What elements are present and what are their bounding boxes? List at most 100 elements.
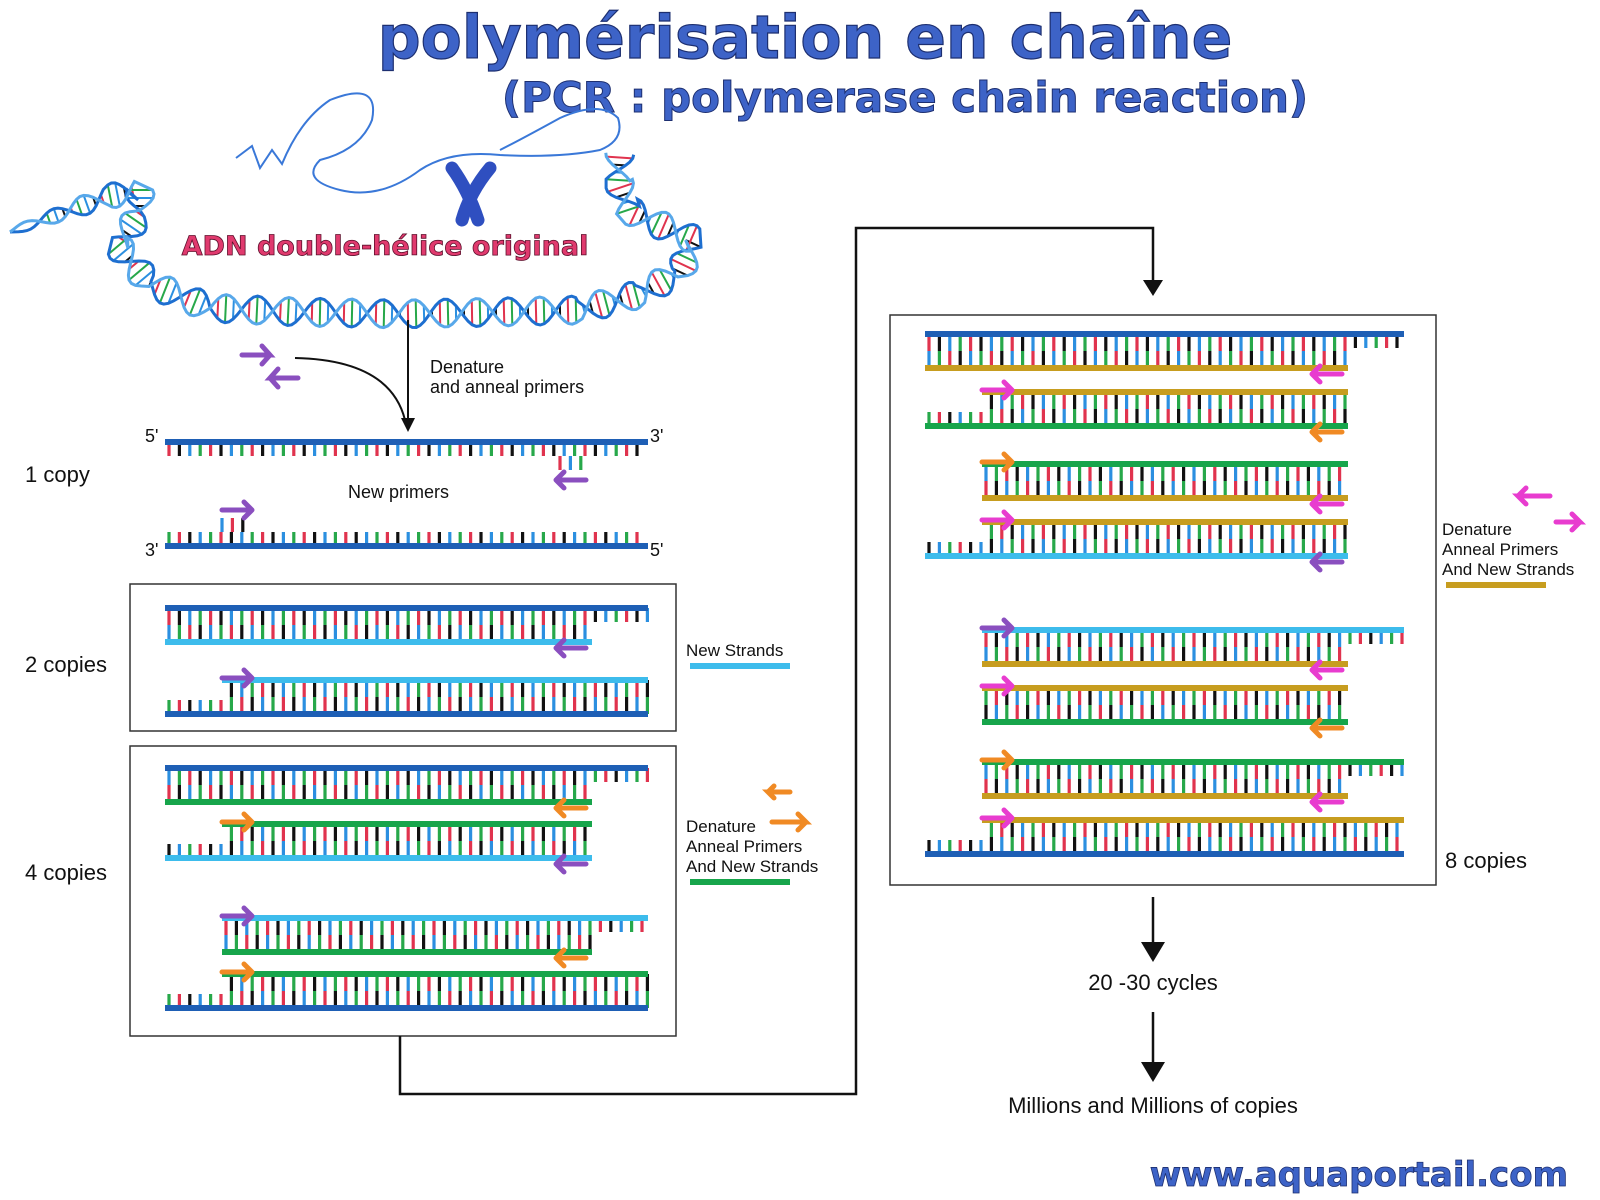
label-1-copy: 1 copy	[25, 462, 90, 487]
duplex-8-7	[982, 759, 1404, 799]
helix-base	[382, 299, 386, 328]
primer-arrow	[553, 797, 589, 819]
helix-base	[566, 297, 570, 324]
helix-base	[106, 184, 114, 208]
primer-arrow	[979, 617, 1015, 639]
legend-anneal-3: Anneal Primers	[1442, 540, 1558, 559]
result-arrowhead	[1141, 1062, 1165, 1082]
helix-base	[666, 222, 675, 237]
helix-base	[616, 205, 640, 215]
cycle-connector	[398, 226, 1155, 1096]
label-2-copies: 2 copies	[25, 652, 107, 677]
chromatin-strand	[235, 92, 621, 194]
duplex-8-8	[925, 817, 1404, 857]
primer-arrow	[219, 905, 255, 927]
helix-base	[134, 269, 155, 287]
primer-arrow	[979, 379, 1015, 401]
primer-arrow	[1309, 551, 1345, 573]
helix-base	[82, 195, 92, 214]
primer-arrow	[1309, 363, 1345, 385]
box-2-copies	[129, 583, 677, 732]
helix-base	[631, 282, 641, 308]
helix-base	[247, 300, 251, 320]
free-primers	[239, 343, 301, 390]
helix-base	[128, 261, 151, 281]
helix-base	[350, 299, 354, 328]
helix-base	[183, 290, 192, 308]
primer-arrow	[553, 469, 589, 491]
duplex-8-5	[982, 627, 1404, 667]
legend-new-2: And New Strands	[686, 857, 818, 876]
primer-arrow	[979, 807, 1015, 829]
denature-label-2: and anneal primers	[430, 377, 584, 397]
legend-denature-3: Denature	[1442, 520, 1512, 539]
helix-base	[478, 298, 482, 326]
helix-base	[153, 279, 162, 295]
helix-base	[606, 155, 633, 160]
helix-base	[232, 298, 235, 320]
website-url: www.aquaportail.com	[1150, 1155, 1568, 1195]
helix-base	[446, 299, 450, 327]
helix-base	[679, 224, 690, 247]
duplex-4b	[165, 821, 592, 861]
legend-primers-cycle2	[761, 783, 813, 833]
duplex-4c	[222, 915, 648, 955]
legend-new-3: And New Strands	[1442, 560, 1574, 579]
dna-label: ADN double-hélice original	[182, 231, 589, 262]
primer-arrow	[219, 667, 255, 689]
helix-base	[286, 297, 290, 326]
primer-arrow	[979, 749, 1015, 771]
helix-base	[676, 252, 698, 264]
duplex-8-3	[982, 461, 1348, 501]
helix-base	[624, 284, 634, 310]
helix-base	[112, 243, 134, 262]
helix-strand-1	[9, 154, 703, 330]
primer-arrow	[219, 811, 255, 833]
single-copy	[165, 439, 648, 549]
cycles-arrowhead	[1141, 942, 1165, 962]
end-5-bottom: 5'	[650, 540, 663, 560]
helix-base	[658, 269, 673, 291]
helix-base	[75, 199, 83, 216]
duplex-2a	[165, 605, 650, 645]
cycles-label: 20 -30 cycles	[1088, 970, 1218, 995]
helix-base	[197, 295, 208, 315]
primer-arrow	[219, 961, 255, 983]
helix-base	[45, 212, 52, 224]
primer-arrow	[553, 947, 589, 969]
helix-base	[685, 239, 702, 249]
helix-base	[224, 294, 228, 323]
subtitle: (PCR : polymerase chain reaction)	[502, 73, 1308, 122]
helix-base	[534, 298, 538, 325]
legend-denature-2: Denature	[686, 817, 756, 836]
legend-new-strands: New Strands	[686, 641, 783, 660]
duplex-4d	[165, 971, 650, 1011]
new-primers-label: New primers	[348, 482, 449, 502]
helix-base	[188, 288, 202, 316]
end-3-bottom: 3'	[145, 540, 158, 560]
helix-base	[124, 212, 147, 229]
primer-arrow	[219, 499, 255, 521]
helix-base	[650, 271, 666, 297]
duplex-8-1	[925, 331, 1404, 371]
helix-base	[167, 282, 178, 304]
helix-base	[216, 298, 220, 319]
end-5-top: 5'	[145, 426, 158, 446]
duplex-8-4	[925, 519, 1348, 559]
end-3-top: 3'	[650, 426, 663, 446]
primer-arrow	[1309, 791, 1345, 813]
primer-arrow	[979, 451, 1015, 473]
chromosome-icon	[445, 161, 497, 227]
helix-base	[318, 298, 322, 327]
helix-base	[574, 297, 578, 323]
denature-label-1: Denature	[430, 357, 504, 377]
box-8-copies	[889, 314, 1437, 886]
helix-base	[119, 218, 143, 236]
helix-base	[255, 296, 259, 325]
primer-arrow	[979, 509, 1015, 531]
legend-primers-cycle3	[1511, 485, 1587, 533]
denature-arrowhead	[401, 418, 415, 432]
helix-base	[158, 276, 172, 304]
helix-base	[510, 298, 514, 325]
